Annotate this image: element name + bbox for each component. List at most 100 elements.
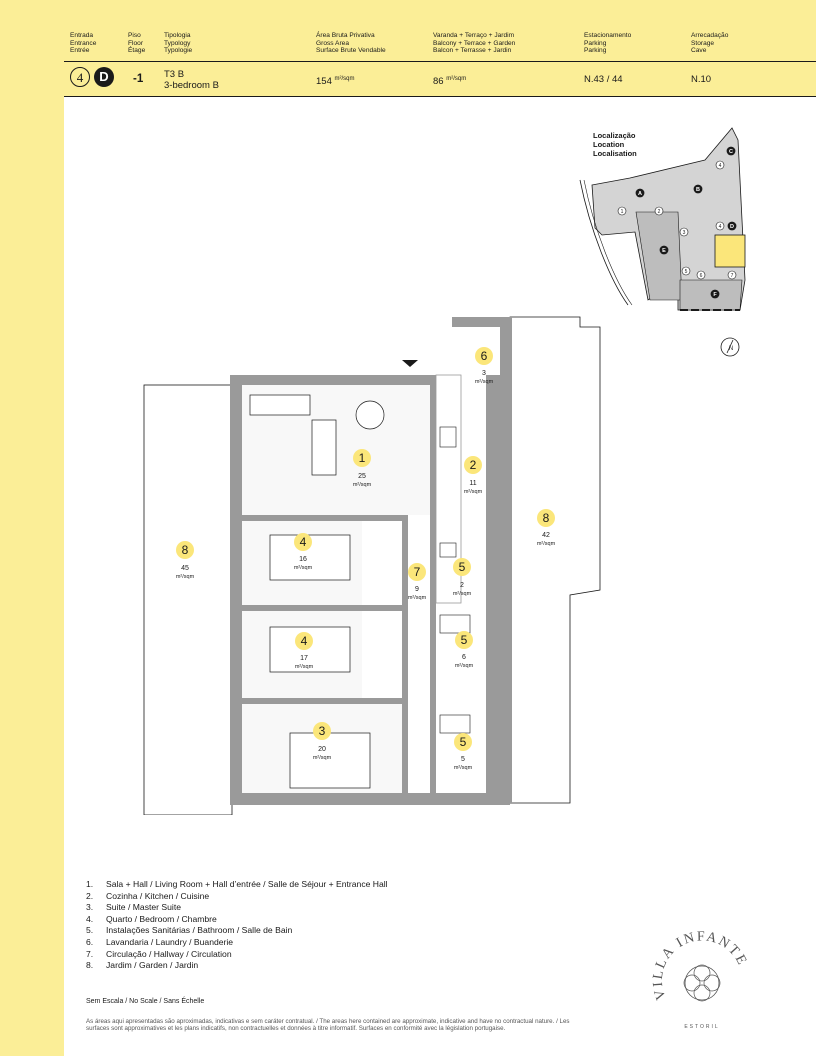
room-1-marker bbox=[353, 449, 371, 467]
site-entrance-3 bbox=[679, 227, 689, 237]
logo-petal-icon bbox=[683, 974, 701, 992]
site-map: A B C D E F 1 2 3 4 4 5 6 7 N bbox=[579, 127, 746, 357]
col-piso: Piso Floor Étage bbox=[128, 32, 145, 55]
room-7-number: 7 bbox=[414, 565, 421, 579]
label-fr: Typologie bbox=[164, 47, 193, 55]
room-4a-marker bbox=[294, 533, 312, 551]
legend-text: Cozinha / Kitchen / Cuisine bbox=[106, 890, 210, 901]
bottom-exterior-wall bbox=[230, 793, 510, 805]
gross-area-value: 154 m²/sqm bbox=[316, 74, 355, 87]
legend-item: 4.Quarto / Bedroom / Chambre bbox=[86, 914, 388, 926]
room-2-marker bbox=[464, 456, 482, 474]
bedroom-bedroom-wall bbox=[242, 605, 402, 611]
left-exterior-wall bbox=[230, 375, 242, 805]
site-entrance-5 bbox=[681, 266, 691, 276]
garden-right-wall bbox=[500, 317, 512, 803]
kitchen-hob bbox=[439, 426, 457, 448]
site-entrance-label: 3 bbox=[683, 230, 686, 236]
room-5a-marker bbox=[453, 558, 471, 576]
label-fr: Surface Brute Vendable bbox=[316, 47, 386, 55]
site-entrance-label: 2 bbox=[658, 209, 661, 215]
room-8-left-number: 8 bbox=[182, 543, 189, 557]
room-8-left-area: 45 bbox=[181, 565, 189, 572]
shower bbox=[439, 714, 471, 734]
site-entrance-label: 7 bbox=[731, 273, 734, 279]
label-fr: Étage bbox=[128, 47, 146, 55]
room-3-area: 20 bbox=[318, 746, 326, 753]
typology-code: T3 B bbox=[164, 69, 185, 80]
label-fr: Localisation bbox=[593, 149, 637, 158]
room-5b-area: 6 bbox=[462, 654, 466, 661]
label-fr: Balcon + Terrasse + Jardin bbox=[433, 47, 512, 55]
legend-text: Circulação / Hallway / Circulation bbox=[106, 948, 232, 959]
yellow-sidebar bbox=[0, 0, 64, 1056]
room-2-number: 2 bbox=[470, 458, 477, 472]
room-7: 7 9 m²/sqm bbox=[408, 563, 427, 601]
label-pt: Área Bruta Privativa bbox=[316, 32, 375, 39]
label-en: Typology bbox=[164, 39, 191, 47]
label-en: Entrance bbox=[70, 39, 97, 47]
scale-note: Sem Escala / No Scale / Sans Échelle bbox=[86, 998, 205, 1005]
legend-number: 3. bbox=[86, 902, 94, 913]
logo-petal-icon bbox=[693, 984, 711, 1002]
logo-petal-icon bbox=[703, 974, 721, 992]
room-5b-number: 5 bbox=[461, 633, 468, 647]
legend-text: Quarto / Bedroom / Chambre bbox=[106, 913, 217, 924]
label-en: Location bbox=[593, 140, 625, 149]
site-marker-a bbox=[635, 188, 645, 198]
unit: m²/sqm bbox=[408, 595, 427, 601]
unit: m²/sqm bbox=[313, 755, 332, 761]
room-3-marker bbox=[313, 722, 331, 740]
site-entrance-1 bbox=[617, 206, 627, 216]
label-en: Gross Area bbox=[316, 39, 349, 47]
unit: m²/sqm bbox=[295, 664, 314, 670]
entrance-arrow-icon bbox=[402, 360, 418, 367]
storage-value: N.10 bbox=[691, 74, 712, 85]
unit: m²/sqm bbox=[537, 541, 556, 547]
room-5c-number: 5 bbox=[460, 735, 467, 749]
unit: m²/sqm bbox=[446, 76, 467, 82]
col-entrada: Entrada Entrance Entrée bbox=[70, 32, 96, 55]
garden-left-outline bbox=[143, 384, 233, 815]
north-arrow-icon bbox=[726, 339, 734, 354]
site-label-b: B bbox=[696, 187, 700, 193]
label-en: Parking bbox=[584, 39, 607, 47]
legend-number: 8. bbox=[86, 960, 94, 971]
bed-suite bbox=[289, 732, 371, 789]
garden-right-outline bbox=[509, 316, 601, 804]
room-8-left-marker bbox=[176, 541, 194, 559]
bathtub bbox=[439, 614, 471, 634]
bedroom-suite-wall bbox=[242, 698, 402, 704]
label-fr: Entrée bbox=[70, 47, 90, 55]
label-fr: Cave bbox=[691, 47, 707, 55]
unit: m²/sqm bbox=[294, 565, 313, 571]
site-entrance-6 bbox=[696, 270, 706, 280]
room-7-area: 9 bbox=[415, 586, 419, 593]
room-4b-area: 17 bbox=[300, 655, 308, 662]
room-8-right-number: 8 bbox=[543, 511, 550, 525]
site-label-d: D bbox=[730, 224, 734, 230]
legend-item: 1.Sala + Hall / Living Room + Hall d’ent… bbox=[86, 879, 388, 891]
dining-table bbox=[355, 400, 385, 430]
site-marker-b bbox=[693, 184, 703, 194]
room-6-area: 3 bbox=[482, 370, 486, 377]
typology-name: 3-bedroom B bbox=[164, 80, 219, 91]
label-en: Balcony + Terrace + Garden bbox=[433, 39, 516, 47]
hallway-wall bbox=[402, 515, 408, 805]
site-entrance-4 bbox=[715, 160, 725, 170]
legend-number: 7. bbox=[86, 948, 94, 959]
room-2-area: 11 bbox=[469, 480, 476, 487]
site-boundary-curve bbox=[579, 179, 629, 306]
kitchen-sink bbox=[439, 542, 457, 558]
col-estacionamento: Estacionamento Parking Parking bbox=[584, 32, 631, 55]
site-block-e bbox=[635, 211, 683, 301]
room-7-marker bbox=[408, 563, 426, 581]
brand-name: VILLA INFANTE bbox=[652, 929, 750, 1001]
